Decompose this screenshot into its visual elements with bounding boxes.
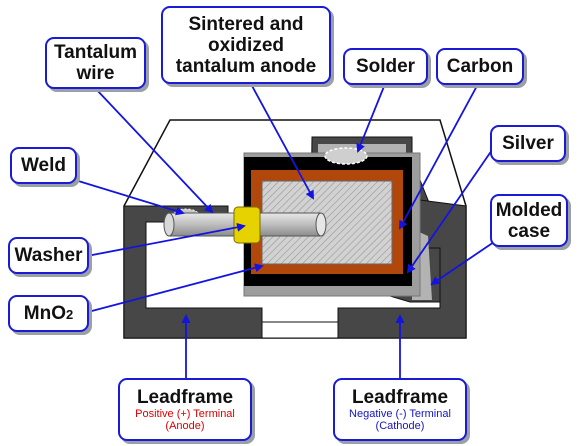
mno2-label: MnO2 — [8, 295, 89, 332]
carbon-label: Carbon — [436, 48, 524, 85]
solder-label: Solder — [343, 48, 428, 85]
sintered-anode-label-line2: oxidized — [207, 34, 284, 56]
arrow-tantalum-wire — [94, 87, 214, 214]
leadframe-anode-terminal: Positive (+) Terminal — [135, 408, 235, 420]
weld-label: Weld — [10, 147, 77, 184]
washer — [233, 206, 261, 244]
leadframe-anode-title: Leadframe — [136, 387, 234, 408]
callout-arrows — [74, 83, 495, 380]
arrow-mno2 — [87, 263, 264, 313]
arrow-weld — [74, 179, 185, 216]
weld-label-text: Weld — [20, 155, 67, 176]
silver-label-text: Silver — [502, 133, 554, 154]
arrow-solder — [356, 83, 386, 153]
leadframe-cathode-role: (Cathode) — [375, 420, 425, 432]
arrow-silver — [406, 149, 493, 274]
case-bottom-notch — [261, 321, 339, 339]
sintered-anode-label-line3: tantalum anode — [175, 55, 317, 77]
solder-label-text: Solder — [355, 56, 416, 77]
molded-case-label: Molded case — [490, 194, 568, 247]
solder-blob — [324, 147, 368, 165]
leadframe-cathode-terminal: Negative (-) Terminal — [349, 408, 451, 420]
mno2-label-text: MnO2 — [24, 303, 73, 325]
leadframe-anode-label: Leadframe Positive (+) Terminal (Anode) — [118, 378, 252, 441]
leadframe-cathode-title: Leadframe — [351, 387, 449, 408]
tantalum-wire-label-line2: wire — [76, 63, 115, 84]
molded-case-label-line2: case — [507, 220, 551, 242]
washer-label: Washer — [8, 237, 89, 274]
arrow-carbon — [399, 83, 479, 230]
leadframe-anode-role: (Anode) — [165, 420, 205, 432]
mno2-label-subscript: 2 — [65, 306, 74, 322]
tantalum-wire-label-line1: Tantalum — [53, 42, 138, 63]
silver-label: Silver — [490, 125, 566, 162]
tantalum-wire-label: Tantalum wire — [45, 37, 146, 89]
anode-leadframe — [123, 205, 263, 339]
molded-case-label-line1: Molded — [495, 199, 563, 221]
leadframe-cathode-label: Leadframe Negative (-) Terminal (Cathode… — [333, 378, 467, 441]
sintered-anode-label: Sintered and oxidized tantalum anode — [161, 6, 331, 84]
arrow-sintered — [250, 83, 314, 200]
carbon-label-text: Carbon — [446, 56, 514, 77]
arrow-molded-case — [430, 241, 495, 286]
arrow-washer — [86, 222, 246, 257]
sintered-anode-label-line1: Sintered and — [188, 13, 304, 35]
mno2-label-base: MnO — [23, 302, 66, 324]
washer-label-text: Washer — [14, 245, 83, 266]
